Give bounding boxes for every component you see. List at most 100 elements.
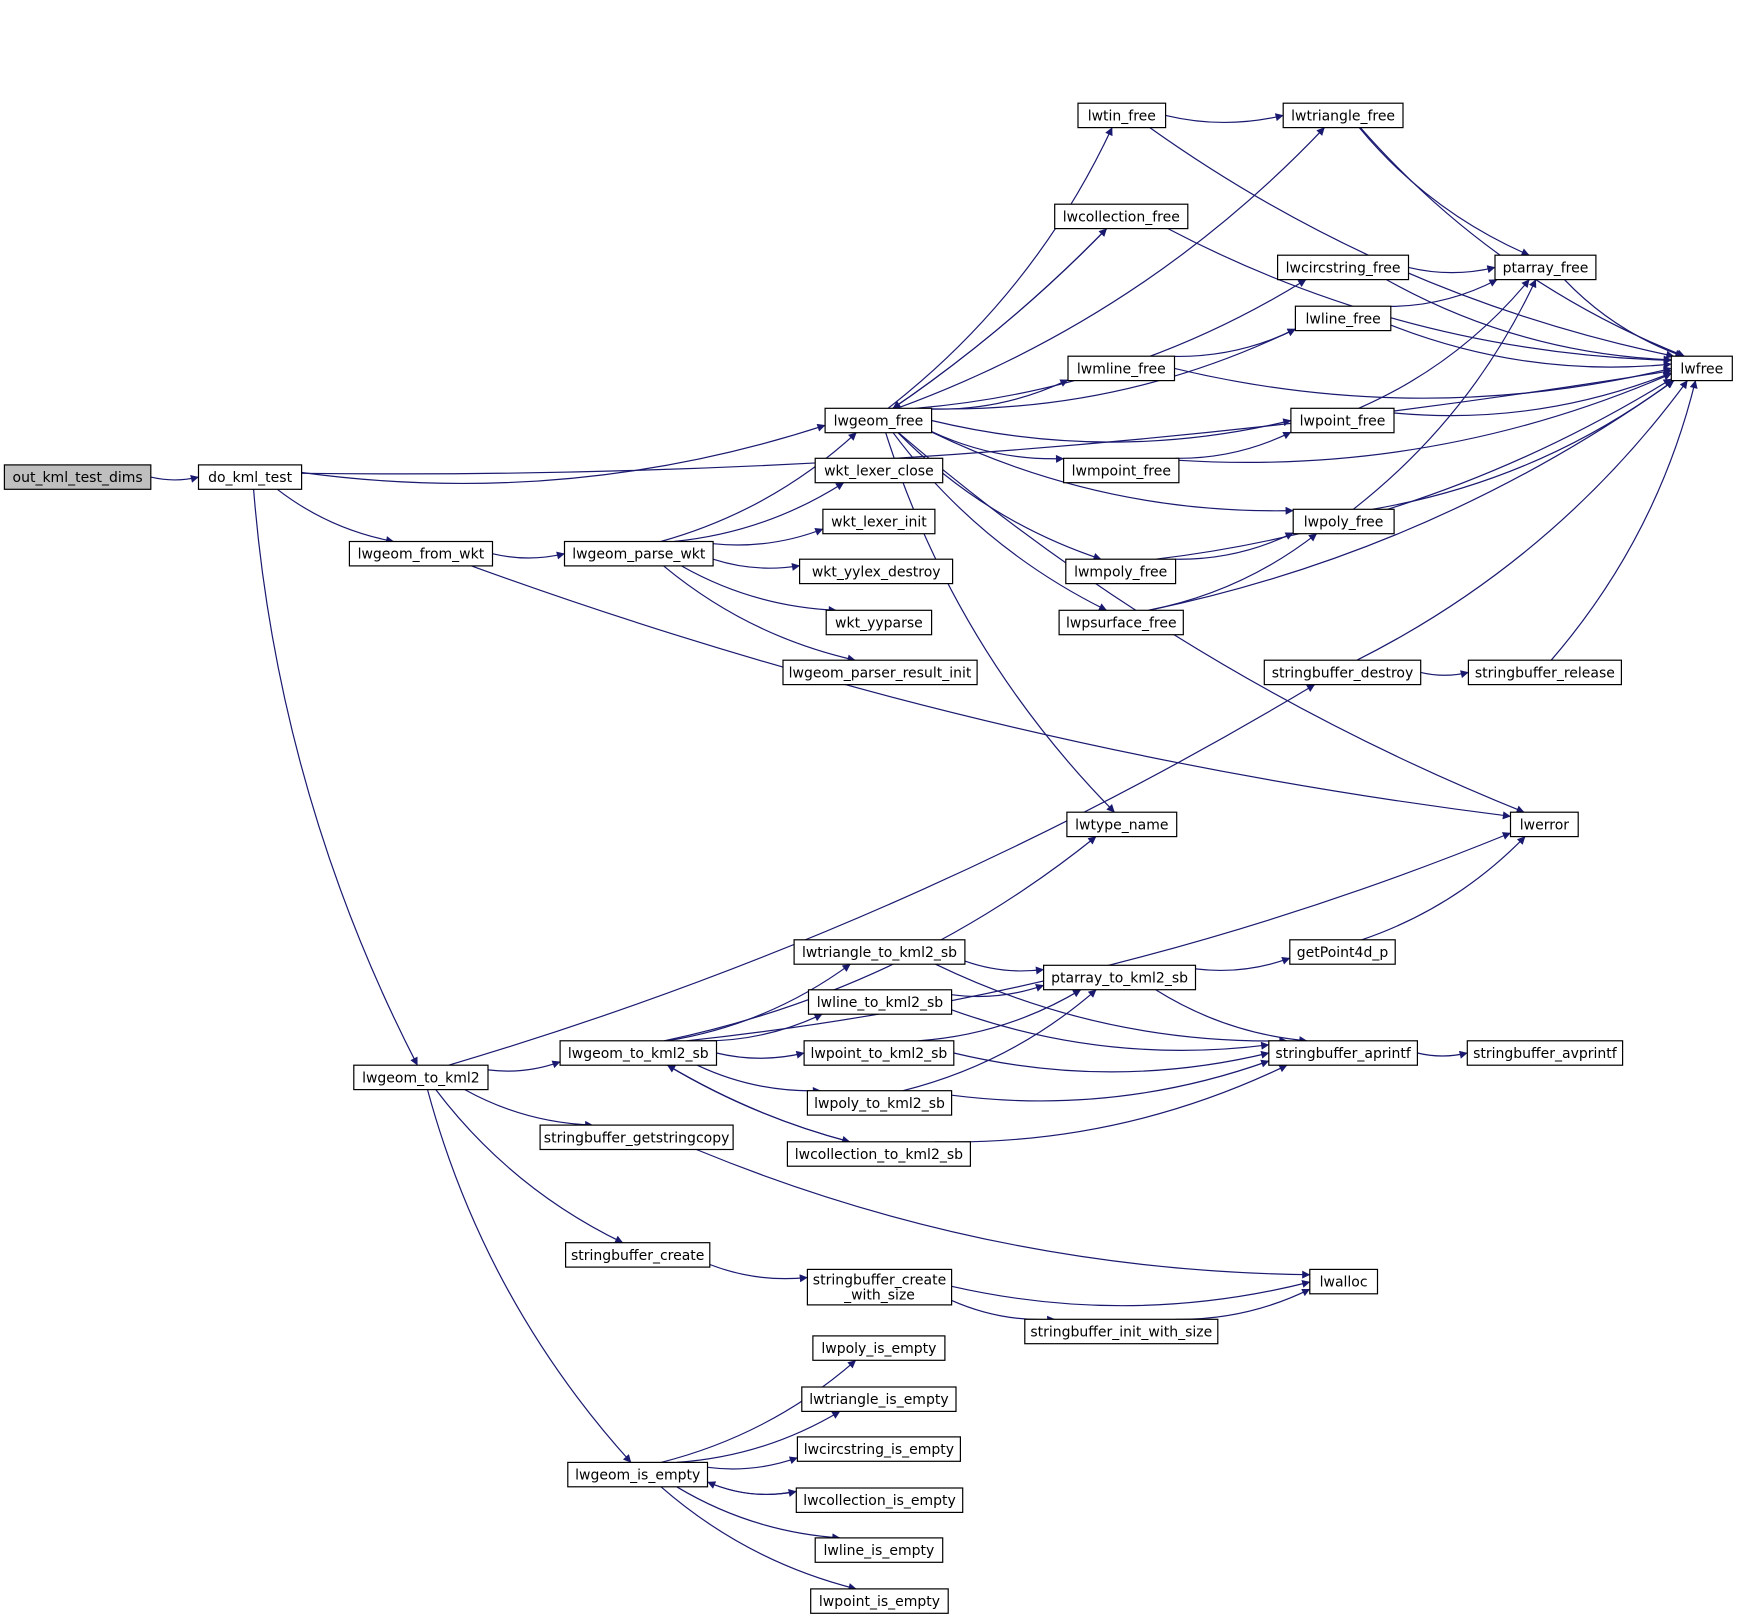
node-stringbuffer-avprintf[interactable]: stringbuffer_avprintf xyxy=(1466,1040,1624,1066)
node-label: getPoint4d_p xyxy=(1297,945,1389,961)
node-box xyxy=(1054,203,1189,230)
node-lwpoint-is-empty[interactable]: lwpoint_is_empty xyxy=(810,1588,949,1614)
node-lwpoly-to-kml2-sb[interactable]: lwpoly_to_kml2_sb xyxy=(806,1090,953,1116)
edge-lwgeom_to_kml2-to-stringbuffer_destroy xyxy=(448,684,1316,1066)
node-lwgeom-parse-wkt[interactable]: lwgeom_parse_wkt xyxy=(563,540,714,567)
edge-lwgeom_is_empty-to-lwpoint_is_empty xyxy=(660,1486,857,1591)
node-lwgeom-to-kml2[interactable]: lwgeom_to_kml2 xyxy=(353,1064,489,1091)
edge-lwmpoly_free-to-lwpoly_free xyxy=(1175,532,1294,560)
edge-line xyxy=(492,551,565,560)
node-wkt-lexer-init[interactable]: wkt_lexer_init xyxy=(822,508,936,535)
node-stringbuffer-create[interactable]: stringbuffer_create xyxy=(564,1242,711,1268)
node-lwgeom-is-empty[interactable]: lwgeom_is_empty xyxy=(567,1461,709,1488)
node-label: wkt_lexer_init xyxy=(831,515,927,531)
node-ptarray-free[interactable]: ptarray_free xyxy=(1494,254,1597,281)
node-do-kml-test[interactable]: do_kml_test xyxy=(197,464,303,490)
edge-lwgeom_free-to-lwcollection_free xyxy=(892,228,1108,409)
node-lwpsurface-free[interactable]: lwpsurface_free xyxy=(1058,609,1184,636)
node-label: lwtin_free xyxy=(1088,108,1156,124)
node-lwpoint-to-kml2-sb[interactable]: lwpoint_to_kml2_sb xyxy=(803,1040,955,1066)
node-label: wkt_yyparse xyxy=(835,616,923,632)
edge-line xyxy=(964,960,1044,975)
node-lwpoly-is-empty[interactable]: lwpoly_is_empty xyxy=(812,1335,946,1361)
node-lwpoint-free[interactable]: lwpoint_free xyxy=(1290,407,1395,434)
node-lwline-is-empty[interactable]: lwline_is_empty xyxy=(814,1537,944,1563)
edge-lwmline_free-to-lwline_free xyxy=(1174,328,1296,358)
node-label: lwgeom_parse_wkt xyxy=(572,547,706,563)
node-lwtin-free[interactable]: lwtin_free xyxy=(1077,102,1167,129)
node-lwtriangle-free[interactable]: lwtriangle_free xyxy=(1282,102,1404,129)
edge-line xyxy=(951,1059,1270,1102)
node-lwpoly-free[interactable]: lwpoly_free xyxy=(1292,508,1395,535)
node-lwerror[interactable]: lwerror xyxy=(1509,811,1579,838)
edge-line xyxy=(1361,836,1526,941)
node-lwcircstring-free[interactable]: lwcircstring_free xyxy=(1276,254,1410,281)
node-box xyxy=(559,1040,718,1066)
edge-stringbuffer_destroy-to-stringbuffer_release xyxy=(1420,670,1469,679)
node-wkt-yylex-destroy[interactable]: wkt_yylex_destroy xyxy=(798,558,954,585)
node-lwcollection-to-kml2-sb[interactable]: lwcollection_to_kml2_sb xyxy=(786,1141,972,1167)
node-wkt-lexer-close[interactable]: wkt_lexer_close xyxy=(814,457,944,484)
node-lwalloc[interactable]: lwalloc xyxy=(1309,1268,1379,1295)
edge-line xyxy=(1174,328,1296,358)
edge-lwpoint_to_kml2_sb-to-ptarray_to_kml2_sb xyxy=(917,989,1082,1042)
node-wkt-yyparse[interactable]: wkt_yyparse xyxy=(825,609,933,636)
node-lwfree[interactable]: lwfree xyxy=(1670,355,1733,382)
edge-line xyxy=(1167,228,1672,365)
node-stringbuffer-destroy[interactable]: stringbuffer_destroy xyxy=(1263,659,1422,686)
node-ptarray-to-kml2-sb[interactable]: ptarray_to_kml2_sb xyxy=(1042,964,1197,991)
edge-line xyxy=(951,1279,1311,1307)
edge-line xyxy=(892,228,1108,409)
node-lwline-free[interactable]: lwline_free xyxy=(1294,305,1392,332)
node-box xyxy=(793,939,966,965)
edge-lwcircstring_free-to-lwfree xyxy=(1386,279,1672,364)
edge-line xyxy=(896,127,1325,409)
node-lwtriangle-to-kml2-sb[interactable]: lwtriangle_to_kml2_sb xyxy=(793,939,966,965)
node-label: lwline_is_empty xyxy=(824,1543,935,1559)
edge-out_kml_test_dims-to-do_kml_test xyxy=(150,474,199,483)
node-lwgeom-from-wkt[interactable]: lwgeom_from_wkt xyxy=(348,540,494,567)
edge-line xyxy=(667,1064,850,1143)
edge-line xyxy=(1394,371,1672,417)
node-lwline-to-kml2-sb[interactable]: lwline_to_kml2_sb xyxy=(807,989,953,1015)
node-stringbuffer-getstringcopy[interactable]: stringbuffer_getstringcopy xyxy=(539,1124,734,1151)
edge-lwpoint_free-to-ptarray_free xyxy=(1358,279,1530,409)
node-box xyxy=(1263,659,1422,686)
edge-line xyxy=(1408,265,1496,274)
edge-line xyxy=(673,482,845,543)
node-label: lwgeom_is_empty xyxy=(575,1468,700,1484)
node-lwmpoly-free[interactable]: lwmpoly_free xyxy=(1065,558,1177,585)
node-stringbuffer-init-with-size[interactable]: stringbuffer_init_with_size xyxy=(1024,1318,1219,1345)
edge-line xyxy=(951,1299,1056,1324)
node-label: wkt_yylex_destroy xyxy=(812,564,941,580)
node-stringbuffer-aprintf[interactable]: stringbuffer_aprintf xyxy=(1268,1040,1419,1066)
node-label: lwmline_free xyxy=(1077,361,1166,377)
node-lwgeom-free[interactable]: lwgeom_free xyxy=(824,407,933,434)
node-lwgeom-parser-result-init[interactable]: lwgeom_parser_result_init xyxy=(782,659,978,686)
node-lwtype-name[interactable]: lwtype_name xyxy=(1066,811,1178,838)
node-box xyxy=(810,1588,949,1614)
node-getPoint4d-p[interactable]: getPoint4d_p xyxy=(1289,939,1396,965)
edge-line xyxy=(892,228,1108,409)
node-lwgeom-to-kml2-sb[interactable]: lwgeom_to_kml2_sb xyxy=(559,1040,718,1066)
edge-do_kml_test-to-lwgeom_free xyxy=(301,423,826,485)
node-lwcollection-is-empty[interactable]: lwcollection_is_empty xyxy=(795,1487,964,1513)
node-lwcircstring-is-empty[interactable]: lwcircstring_is_empty xyxy=(796,1436,962,1462)
edge-ptarray_to_kml2_sb-to-getPoint4d_p xyxy=(1195,956,1291,972)
edge-line xyxy=(713,528,824,546)
node-stringbuffer-create-with-size[interactable]: stringbuffer_create_with_size xyxy=(806,1268,953,1306)
node-box xyxy=(1268,1040,1419,1066)
node-lwtriangle-is-empty[interactable]: lwtriangle_is_empty xyxy=(801,1386,957,1412)
edge-line xyxy=(1178,373,1672,464)
node-label: lwtriangle_is_empty xyxy=(809,1392,948,1408)
edge-lwgeom_is_empty-to-lwcircstring_is_empty xyxy=(707,1456,798,1470)
node-lwmline-free[interactable]: lwmline_free xyxy=(1067,355,1176,382)
node-box xyxy=(803,1040,955,1066)
node-label: ptarray_to_kml2_sb xyxy=(1051,971,1188,987)
node-lwcollection-free[interactable]: lwcollection_free xyxy=(1054,203,1189,230)
edge-line xyxy=(951,984,1044,998)
node-stringbuffer-release[interactable]: stringbuffer_release xyxy=(1467,659,1623,686)
node-box xyxy=(786,1141,972,1167)
node-lwmpoint-free[interactable]: lwmpoint_free xyxy=(1062,457,1180,484)
node-label: lwgeom_to_kml2_sb xyxy=(568,1046,709,1062)
